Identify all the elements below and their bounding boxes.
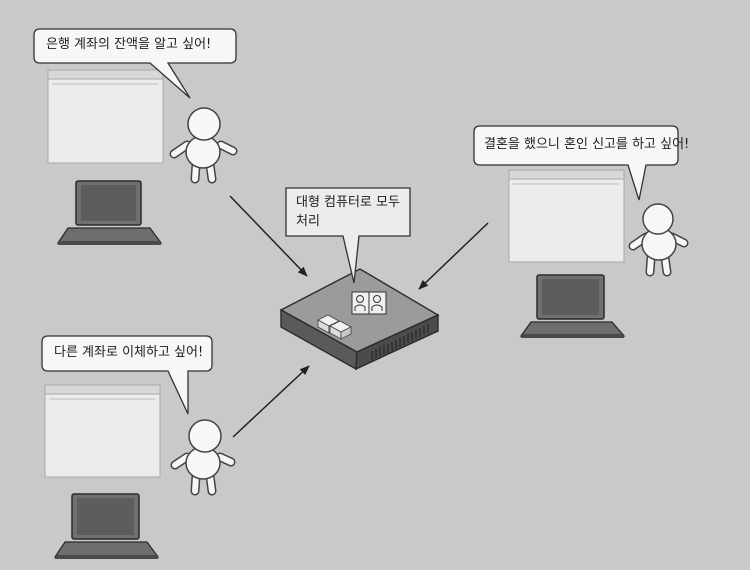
speech-bubble — [473, 125, 679, 201]
arrow-top-left — [229, 195, 308, 277]
screen-window-bottom-left — [44, 384, 161, 478]
laptop-icon — [56, 180, 163, 245]
laptop-icon — [519, 274, 626, 338]
arrow-bottom-left — [232, 365, 310, 438]
server-vents — [371, 324, 429, 360]
user-group-top-left — [33, 28, 238, 245]
user-group-bottom-left — [41, 335, 236, 559]
speech-text-top-left: 은행 계좌의 잔액을 알고 싶어! — [46, 37, 212, 52]
mainframe-caption-text: 대형 컴퓨터로 모두 처리 — [296, 195, 400, 229]
person-icon — [170, 419, 236, 496]
mainframe-caption-bubble — [285, 187, 411, 284]
request-arrows — [229, 195, 489, 438]
speech-text-right: 결혼을 했으니 혼인 신고를 하고 싶어! — [484, 137, 690, 152]
person-icon — [169, 107, 238, 184]
server-person-badge-icon — [351, 291, 387, 315]
person-icon — [628, 203, 689, 277]
speech-text-bottom-left: 다른 계좌로 이체하고 싶어! — [54, 345, 204, 360]
speech-bubble — [41, 335, 213, 415]
laptop-icon — [53, 493, 160, 559]
screen-window-top-left — [47, 69, 164, 164]
user-group-right — [473, 125, 689, 338]
arrow-right — [418, 222, 489, 290]
screen-window-right — [508, 169, 625, 263]
mainframe-server-icon — [279, 268, 440, 371]
server-panel-blocks — [317, 314, 352, 340]
speech-bubble — [33, 28, 237, 99]
